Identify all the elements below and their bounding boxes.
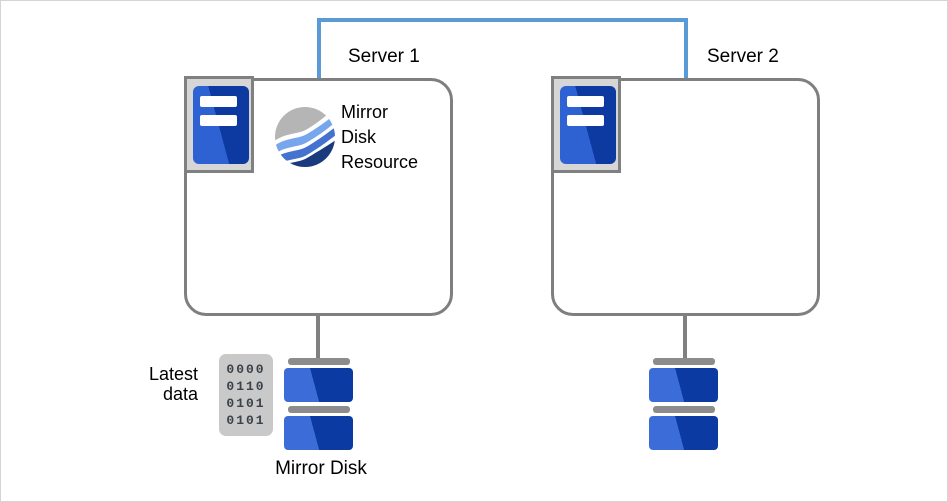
disk-platter	[284, 416, 353, 450]
disk-cap	[652, 406, 715, 413]
binary-data-icon: 0000 0110 0101 0101	[219, 354, 273, 436]
disk-cap	[287, 358, 350, 365]
server2-label: Server 2	[707, 46, 779, 67]
disk-platter	[649, 416, 718, 450]
disk-platter	[649, 368, 718, 402]
disk-cap	[287, 406, 350, 413]
server-tower-body	[193, 86, 249, 164]
server-tower-body	[560, 86, 616, 164]
server-drive-bay	[200, 115, 237, 126]
server-tower-icon	[184, 76, 254, 173]
disk-platter	[284, 368, 353, 402]
mirror-disk-resource-icon	[275, 107, 335, 167]
mirror-disk-icon	[284, 358, 353, 454]
network-link-line	[317, 18, 688, 81]
server-drive-bay	[200, 96, 237, 107]
mirror-disk-caption: Mirror Disk	[275, 458, 367, 479]
latest-data-label: Latest data	[148, 364, 198, 404]
server1-label: Server 1	[348, 46, 420, 67]
disk-connector-line	[683, 314, 687, 360]
mirror-disk-resource-label: Mirror Disk Resource	[341, 102, 419, 172]
mirror-disk-icon	[649, 358, 718, 454]
server-drive-bay	[567, 96, 604, 107]
server-drive-bay	[567, 115, 604, 126]
server-tower-icon	[551, 76, 621, 173]
disk-cap	[652, 358, 715, 365]
disk-connector-line	[316, 314, 320, 360]
